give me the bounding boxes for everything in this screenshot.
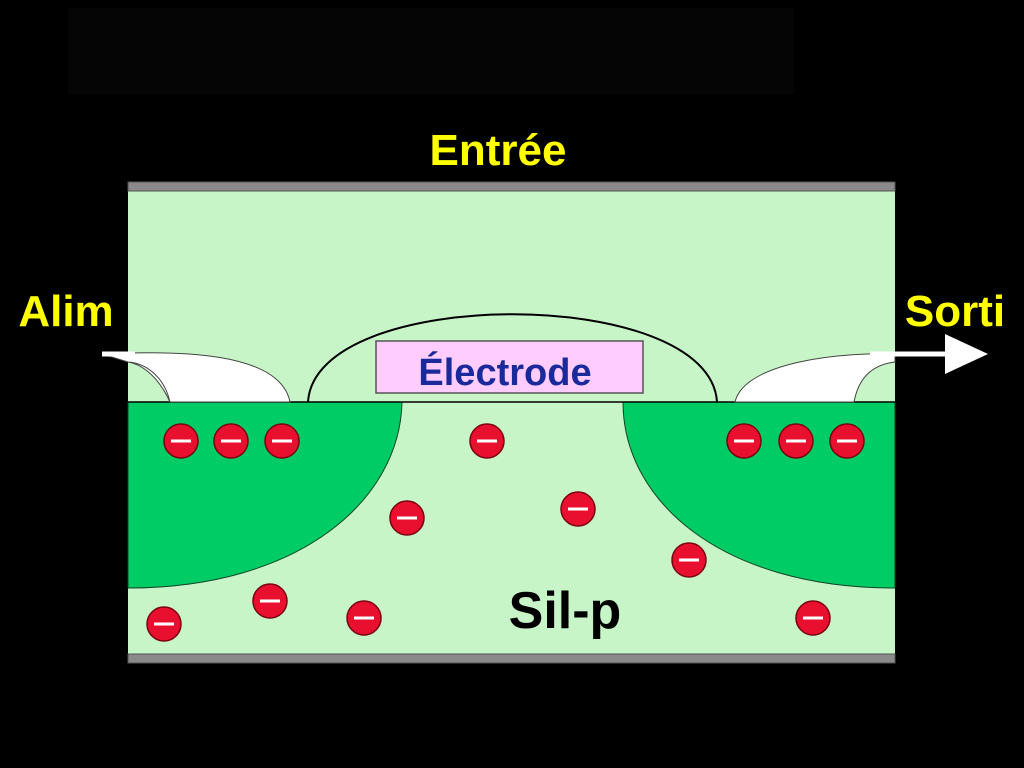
bottom-rail [127,653,896,664]
substrate-label: Sil-p [509,582,622,640]
left-contact-edge [129,361,171,403]
electron [213,423,249,459]
electron [163,423,199,459]
electron [560,491,596,527]
electron [146,606,182,642]
electron [829,423,865,459]
electron [726,423,762,459]
input-label: Entrée [430,126,567,175]
electron [671,542,707,578]
power-label: Alim [18,287,113,336]
electron [346,600,382,636]
electrons-group [146,423,865,642]
electron [778,423,814,459]
title-bar [68,8,794,94]
electron [389,500,425,536]
top-rail [127,181,896,192]
depletion-dome [307,313,718,403]
electrode-label: Électrode [418,350,591,394]
electron [469,423,505,459]
electron [252,583,288,619]
right-well [622,401,896,589]
left-contact [101,352,291,403]
electron [264,423,300,459]
output-arrow-head [945,334,988,374]
electron [795,600,831,636]
electrode-box [375,340,644,394]
output-label: Sorti [905,287,1005,336]
